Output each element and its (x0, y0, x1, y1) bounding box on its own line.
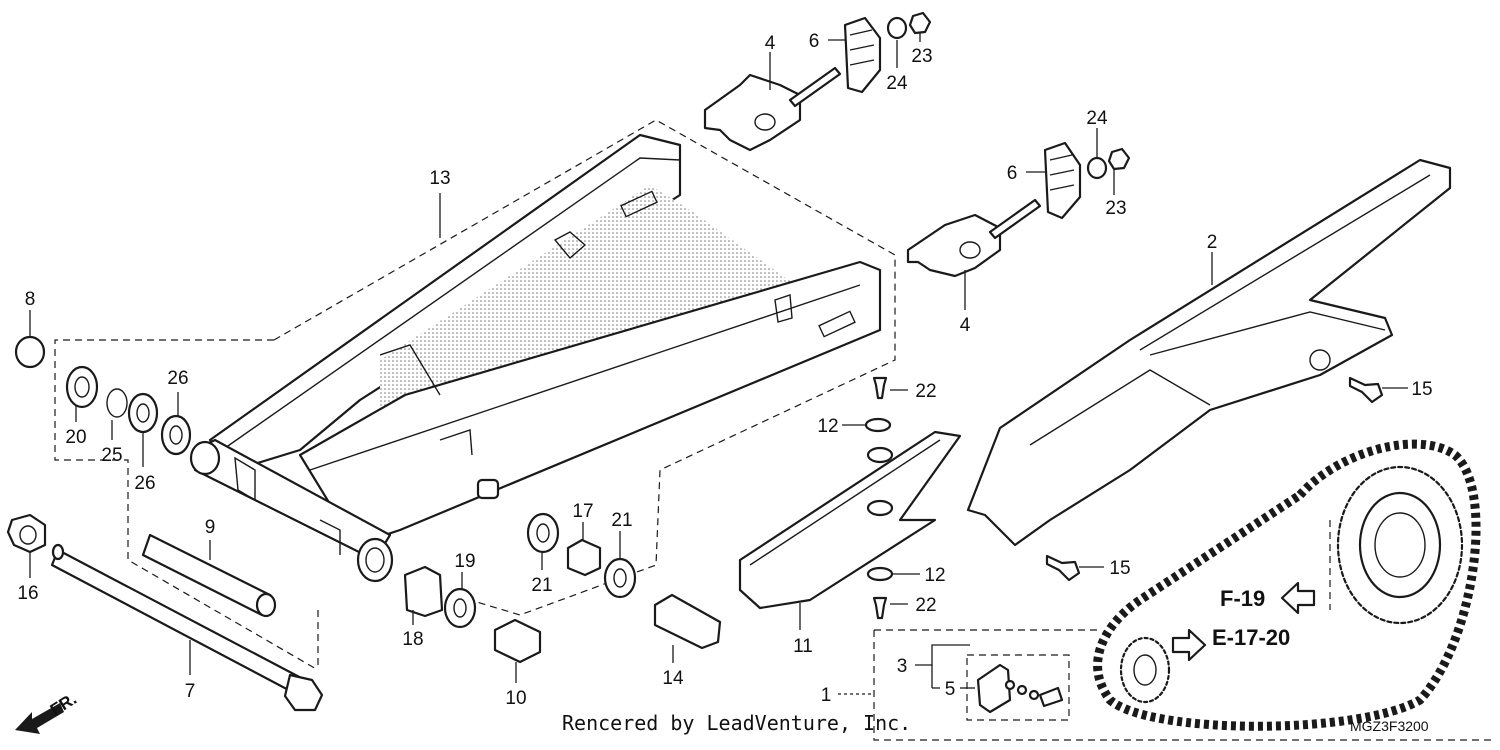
callout-3: 3 (897, 656, 908, 677)
callout-25: 25 (101, 445, 122, 466)
assembly-boundaries (54, 119, 1495, 741)
callout-22-upper: 22 (915, 381, 936, 402)
leader-lines (29, 33, 1408, 695)
callout-19: 19 (454, 551, 475, 572)
reference-arrows (15, 581, 1316, 734)
callout-21-left: 21 (531, 575, 552, 596)
swingarm (189, 133, 882, 583)
callout-20: 20 (65, 427, 86, 448)
e1720-arrow (1171, 628, 1207, 662)
callout-17: 17 (572, 501, 593, 522)
callout-4-upper: 4 (765, 33, 776, 54)
callout-12-upper: 12 (817, 416, 838, 437)
callout-6-upper: 6 (809, 31, 820, 52)
callout-10: 10 (505, 688, 526, 709)
callout-13: 13 (429, 168, 450, 189)
ref-f19: F-19 (1220, 586, 1265, 611)
chain-slider (738, 430, 962, 610)
chain-adjuster-upper (703, 11, 932, 152)
callout-7: 7 (185, 681, 196, 702)
drive-chain-assembly (976, 439, 1481, 731)
f19-arrow (1280, 581, 1316, 615)
callout-21-right: 21 (611, 510, 632, 531)
callout-16: 16 (17, 583, 38, 604)
callout-14: 14 (662, 668, 684, 689)
front-direction-arrow (15, 703, 64, 734)
diagram-code: MGZ3F3200 (1350, 718, 1429, 734)
callout-8: 8 (25, 289, 36, 310)
callout-2: 2 (1207, 232, 1218, 253)
callout-22-lower: 22 (915, 595, 936, 616)
ref-e1720: E-17-20 (1212, 625, 1290, 650)
callout-1: 1 (821, 685, 832, 706)
callout-23-lower: 23 (1105, 198, 1126, 219)
callout-6-lower: 6 (1007, 163, 1018, 184)
render-credit: Rencered by LeadVenture, Inc. (562, 711, 911, 735)
chain-case (966, 158, 1452, 547)
callout-15-lower: 15 (1109, 558, 1130, 579)
callout-labels: 13 8 20 25 26 26 16 9 7 18 19 21 17 21 1… (17, 31, 1432, 709)
callout-23-upper: 23 (911, 46, 932, 67)
callout-9: 9 (205, 517, 216, 538)
callout-24-lower: 24 (1086, 108, 1108, 129)
hardware-parts (6, 335, 1384, 712)
callout-4-lower: 4 (960, 315, 971, 336)
chain-adjuster-lower (906, 141, 1131, 278)
callout-5: 5 (945, 679, 956, 700)
callout-26-lower: 26 (134, 473, 155, 494)
callout-26-upper: 26 (167, 368, 188, 389)
callout-11: 11 (793, 636, 813, 657)
callout-24-upper: 24 (886, 73, 908, 94)
callout-18: 18 (402, 629, 423, 650)
callout-12-lower: 12 (924, 565, 945, 586)
callout-15-upper: 15 (1411, 379, 1432, 400)
